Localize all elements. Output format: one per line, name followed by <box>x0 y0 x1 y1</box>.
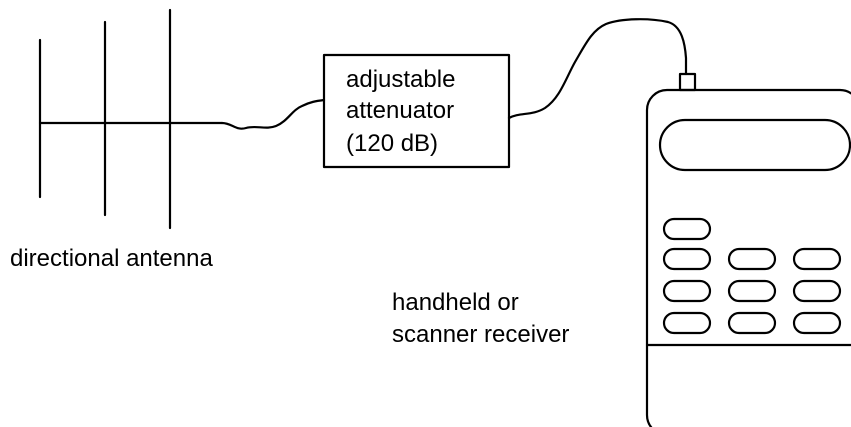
receiver-key <box>727 311 777 335</box>
receiver-key <box>792 311 842 335</box>
attenuator-box <box>322 53 511 169</box>
receiver-key <box>662 279 712 303</box>
attenuator-label-line2: attenuator <box>346 97 454 124</box>
receiver-label-line1: handheld or <box>392 289 519 316</box>
receiver-key <box>792 247 842 271</box>
receiver-label-line2: scanner receiver <box>392 321 569 348</box>
receiver-key <box>792 279 842 303</box>
attenuator-label-line1: adjustable <box>346 66 455 93</box>
receiver-icon <box>645 72 851 427</box>
directional-antenna-icon <box>38 8 224 230</box>
receiver-key <box>662 247 712 271</box>
receiver-key <box>727 279 777 303</box>
antenna-connector <box>678 72 697 92</box>
receiver-body <box>645 88 851 427</box>
receiver-display <box>658 118 851 172</box>
receiver-key <box>662 311 712 335</box>
antenna-label: directional antenna <box>10 245 213 272</box>
attenuator-label-line3: (120 dB) <box>346 130 438 157</box>
receiver-key <box>727 247 777 271</box>
receiver-key <box>662 217 712 241</box>
cable-attenuator-to-receiver <box>507 18 688 120</box>
cable-antenna-to-attenuator <box>220 98 326 130</box>
